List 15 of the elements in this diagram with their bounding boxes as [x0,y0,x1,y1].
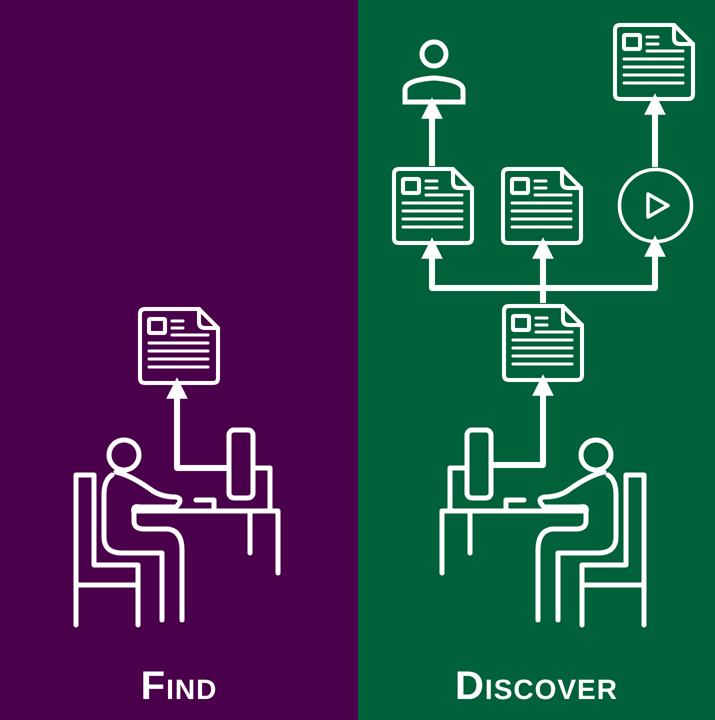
document-icon [612,22,696,102]
arrow [644,93,666,167]
play-button-icon [617,167,694,244]
panel-background [0,0,358,720]
panel-heading: Find [140,666,218,706]
arrow [492,374,554,468]
panel-background [358,0,715,720]
panel-heading: Discover [455,666,618,706]
arrow [166,377,228,472]
document-icon [501,303,585,383]
person-icon [400,38,468,106]
arrow [421,97,443,166]
document-icon [137,306,221,386]
document-icon [500,166,584,246]
document-icon [391,166,475,246]
